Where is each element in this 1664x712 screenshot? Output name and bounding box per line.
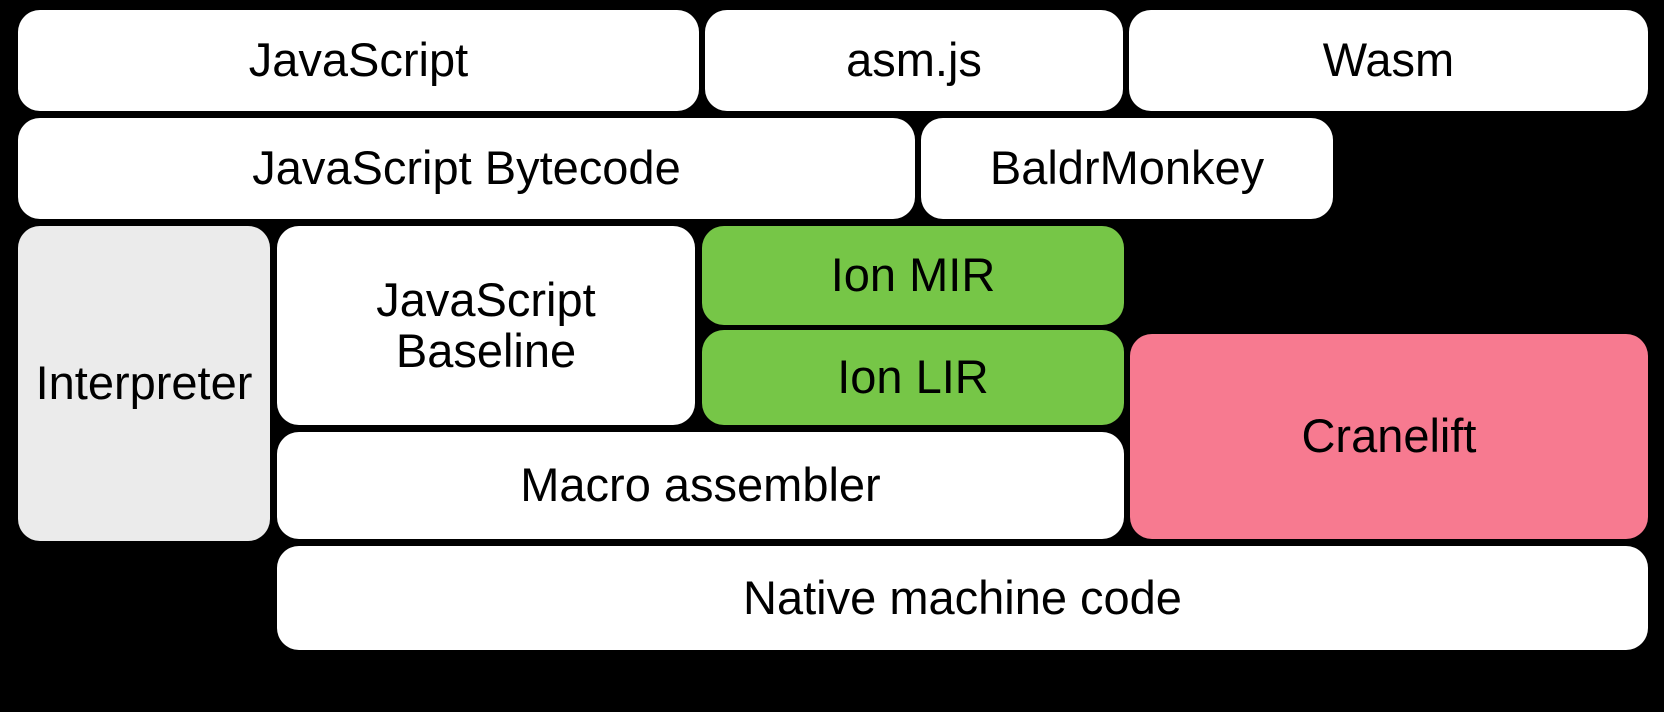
node-macro-assembler: Macro assembler — [277, 432, 1124, 539]
node-baldrmonkey: BaldrMonkey — [921, 118, 1333, 219]
node-cranelift: Cranelift — [1130, 334, 1648, 539]
node-javascript: JavaScript — [18, 10, 699, 111]
node-native-machine-code: Native machine code — [277, 546, 1648, 650]
node-wasm: Wasm — [1129, 10, 1648, 111]
node-javascript-bytecode: JavaScript Bytecode — [18, 118, 915, 219]
node-ion-mir: Ion MIR — [702, 226, 1124, 325]
node-interpreter: Interpreter — [18, 226, 270, 541]
node-asm-js: asm.js — [705, 10, 1123, 111]
node-javascript-baseline: JavaScript Baseline — [277, 226, 695, 425]
node-ion-lir: Ion LIR — [702, 330, 1124, 425]
